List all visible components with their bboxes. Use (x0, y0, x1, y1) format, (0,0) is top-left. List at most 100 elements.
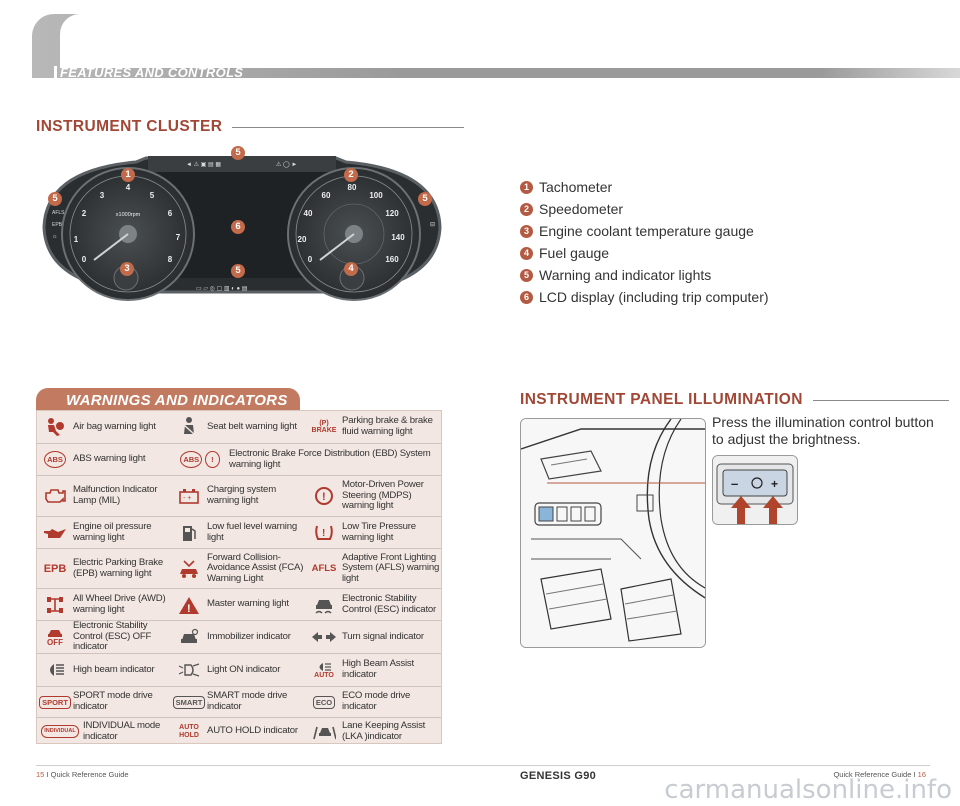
warning-cell: Immobilizer indicator (171, 621, 306, 653)
warnings-row: Malfunction Indicator Lamp (MIL) - + Cha… (37, 476, 441, 517)
abs-icon: ABS (40, 448, 70, 472)
brake-word: BRAKE (311, 427, 337, 434)
warning-cell: ABS ABS warning light (37, 444, 171, 475)
illumination-icon (751, 477, 763, 489)
warning-label: Forward Collision-Avoidance Assist (FCA)… (207, 551, 304, 584)
warning-label: Turn signal indicator (342, 630, 424, 642)
footer-right: Quick Reference Guide I 16 (833, 770, 926, 779)
warnings-row: ABS ABS warning light ABS! Electronic Br… (37, 444, 441, 476)
warning-label: Malfunction Indicator Lamp (MIL) (73, 484, 158, 506)
warnings-tab: WARNINGS AND INDICATORS (36, 388, 300, 412)
high-beam-assist-icon: AUTO (309, 658, 339, 682)
svg-text:140: 140 (391, 233, 405, 242)
badge-2: 2 (344, 168, 358, 182)
warning-label: All Wheel Drive (AWD) warning light (73, 592, 166, 615)
svg-text:160: 160 (385, 255, 399, 264)
warnings-row: INDIVIDUAL INDIVIDUAL mode indicator AUT… (37, 718, 441, 745)
svg-text:7: 7 (176, 233, 181, 242)
warning-cell: Turn signal indicator (306, 621, 441, 653)
svg-text:120: 120 (385, 209, 399, 218)
individual-mode-icon: INDIVIDUAL (40, 720, 80, 744)
warning-cell: - + Charging system warning light (171, 476, 306, 516)
warning-label: ABS warning light (73, 453, 146, 465)
warning-label: Immobilizer indicator (207, 630, 291, 642)
warning-label: Electronic Brake Force Distribution (EBD… (229, 447, 431, 470)
individual-word: INDIVIDUAL (41, 725, 79, 738)
warning-label: Light ON indicator (207, 663, 281, 675)
warning-cell: Lane Keeping Assist (LKA )indicator (306, 718, 441, 745)
warning-cell: INDIVIDUAL INDIVIDUAL mode indicator (37, 718, 171, 745)
footer-left-text: I Quick Reference Guide (46, 770, 129, 779)
badge-5-right: 5 (418, 192, 432, 206)
title-rule (232, 126, 465, 128)
svg-text:x1000rpm: x1000rpm (116, 212, 141, 218)
svg-text:⊟: ⊟ (430, 222, 435, 228)
warning-label: High Beam Assist indicator (342, 658, 414, 680)
immobilizer-icon (174, 625, 204, 649)
svg-text:!: ! (322, 491, 326, 503)
illumination-title-row: INSTRUMENT PANEL ILLUMINATION (520, 391, 949, 409)
awd-icon (40, 593, 70, 617)
warning-cell: Malfunction Indicator Lamp (MIL) (37, 476, 171, 516)
footer-brand: GENESIS G90 (520, 770, 597, 782)
svg-text:100: 100 (369, 191, 383, 200)
legend-label: Engine coolant temperature gauge (539, 223, 754, 239)
warnings-title: WARNINGS AND INDICATORS (66, 392, 288, 409)
illumination-plus[interactable]: + (771, 477, 778, 491)
svg-text:⚠ ◯ ►: ⚠ ◯ ► (276, 161, 297, 168)
svg-text:20: 20 (298, 235, 307, 244)
legend-label: Warning and indicator lights (539, 267, 712, 283)
ebd-exclaim-icon: ! (205, 451, 220, 468)
svg-text:!: ! (322, 528, 325, 539)
warning-label: Electric Parking Brake (EPB) warning lig… (73, 556, 163, 579)
footer-rule (36, 765, 930, 766)
svg-text:80: 80 (348, 183, 357, 192)
header-bar (54, 66, 57, 78)
warning-label: Charging system warning light (207, 484, 276, 506)
fca-icon (174, 557, 204, 581)
warnings-row: Air bag warning light Seat belt warning … (37, 411, 441, 444)
fuel-pump-icon (174, 521, 204, 545)
badge-1: 1 (121, 168, 135, 182)
warning-label: Adaptive Front Lighting System (AFLS) wa… (342, 551, 440, 584)
warnings-row: SPORT SPORT mode drive indicator SMART S… (37, 687, 441, 718)
warning-label: AUTO HOLD indicator (207, 725, 298, 737)
warning-label: Parking brake & brake fluid warning ligh… (342, 415, 433, 437)
afls-word: AFLS (311, 563, 337, 574)
svg-text:◄ ⚠ ▣ ▤ ▦: ◄ ⚠ ▣ ▤ ▦ (186, 161, 221, 168)
warning-cell: SMART SMART mode drive indicator (171, 687, 306, 717)
warnings-row: Engine oil pressure warning light Low fu… (37, 517, 441, 549)
badge-3: 3 (120, 262, 134, 276)
cluster-title-row: INSTRUMENT CLUSTER (36, 118, 465, 136)
watermark: carmanualsonline.info (664, 775, 952, 805)
warning-label: SPORT mode drive indicator (73, 690, 153, 712)
svg-text:- +: - + (183, 495, 191, 502)
svg-text:6: 6 (168, 209, 173, 218)
legend-number: 5 (520, 268, 533, 282)
svg-text:3: 3 (100, 191, 105, 200)
illumination-title: INSTRUMENT PANEL ILLUMINATION (520, 391, 803, 408)
warnings-panel: Air bag warning light Seat belt warning … (36, 410, 442, 744)
warning-label: ECO mode drive indicator (342, 690, 411, 712)
airbag-icon (40, 415, 70, 439)
warning-cell: AUTO High Beam Assist indicator (306, 654, 441, 686)
footer-right-text: Quick Reference Guide I (833, 770, 916, 779)
warning-cell: Light ON indicator (171, 654, 306, 686)
ebd-abs-word: ABS (180, 451, 203, 468)
sport-word: SPORT (39, 695, 71, 709)
badge-5-bottom: 5 (231, 264, 245, 278)
svg-text:40: 40 (304, 209, 313, 218)
svg-text:!: ! (187, 603, 191, 615)
auto-word: AUTO (314, 671, 334, 679)
warning-cell: AUTO HOLD AUTO HOLD indicator (171, 718, 306, 745)
footer-left: 15 I Quick Reference Guide (36, 770, 129, 779)
lane-keeping-icon (309, 720, 339, 744)
warning-cell: OFF Electronic Stability Control (ESC) O… (37, 620, 171, 653)
header-band (32, 14, 960, 78)
warning-label: SMART mode drive indicator (207, 690, 288, 712)
illumination-minus[interactable]: – (731, 476, 738, 491)
high-beam-icon (40, 658, 70, 682)
